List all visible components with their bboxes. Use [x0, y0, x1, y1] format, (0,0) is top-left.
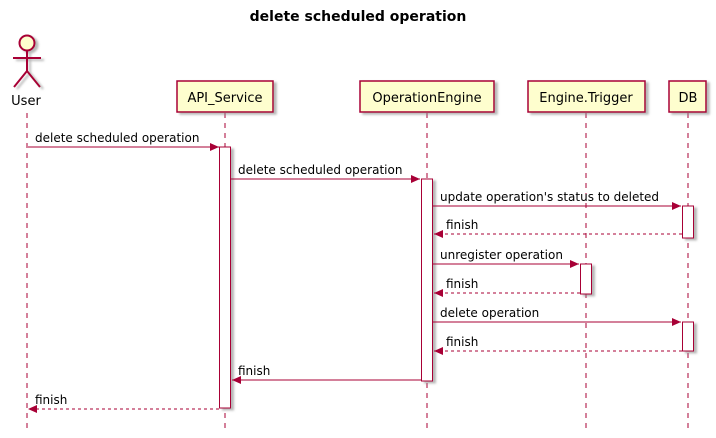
message-label: finish: [35, 393, 67, 407]
actor-head: [18, 34, 36, 52]
message-7-operationengine-to-db: delete operation: [433, 306, 681, 326]
message-10-api-service-to-user: finish: [28, 393, 219, 413]
arrowhead-icon: [28, 405, 37, 413]
participant-engine-trigger: Engine.Trigger: [527, 80, 646, 113]
message-label: finish: [238, 364, 270, 378]
participant-label: OperationEngine: [372, 91, 481, 106]
message-label: finish: [446, 277, 478, 291]
message-6-engine-trigger-to-operationengine: finish: [434, 277, 580, 297]
message-2-api-service-to-operationengine: delete scheduled operation: [231, 163, 420, 183]
participant-label: API_Service: [187, 91, 262, 106]
participant-label: DB: [679, 91, 698, 106]
message-9-operationengine-to-api-service: finish: [232, 364, 421, 384]
participant-operationengine: OperationEngine: [359, 80, 495, 113]
arrowhead-icon: [232, 376, 241, 384]
message-5-operationengine-to-engine-trigger: unregister operation: [433, 248, 579, 268]
participant-box: [668, 80, 707, 113]
message-1-user-to-api-service: delete scheduled operation: [28, 131, 219, 151]
actor-leg-right: [26, 70, 41, 88]
participant-api-service: API_Service: [176, 80, 274, 113]
diagram-title: delete scheduled operation: [249, 9, 467, 25]
participant-box: [527, 80, 646, 113]
activation-api-service: [219, 146, 231, 409]
message-label: finish: [446, 335, 478, 349]
participant-label: Engine.Trigger: [539, 91, 633, 106]
arrowhead-icon: [434, 289, 443, 297]
participant-db: DB: [668, 80, 707, 113]
actor-leg-left: [13, 70, 28, 88]
arrowhead-icon: [411, 175, 420, 183]
activation-db: [682, 205, 694, 239]
arrowhead-icon: [672, 202, 681, 210]
message-3-operationengine-to-db: update operation's status to deleted: [433, 190, 681, 210]
actor-label: User: [11, 94, 41, 109]
message-label: delete scheduled operation: [35, 131, 199, 145]
message-label: unregister operation: [440, 248, 563, 262]
message-label: delete scheduled operation: [238, 163, 402, 177]
message-4-db-to-operationengine: finish: [434, 218, 682, 238]
message-8-db-to-operationengine: finish: [434, 335, 682, 355]
arrowhead-icon: [434, 230, 443, 238]
participant-box: [176, 80, 274, 113]
participant-box: [359, 80, 495, 113]
actor-user-figure: [13, 34, 41, 88]
activation-engine-trigger: [580, 263, 592, 295]
message-label: finish: [446, 218, 478, 232]
message-label: update operation's status to deleted: [440, 190, 659, 204]
arrowhead-icon: [210, 143, 219, 151]
activation-db: [682, 321, 694, 352]
arrowhead-icon: [672, 318, 681, 326]
arrowhead-icon: [434, 347, 443, 355]
activation-operationengine: [421, 178, 433, 382]
message-label: delete operation: [440, 306, 539, 320]
arrowhead-icon: [570, 260, 579, 268]
